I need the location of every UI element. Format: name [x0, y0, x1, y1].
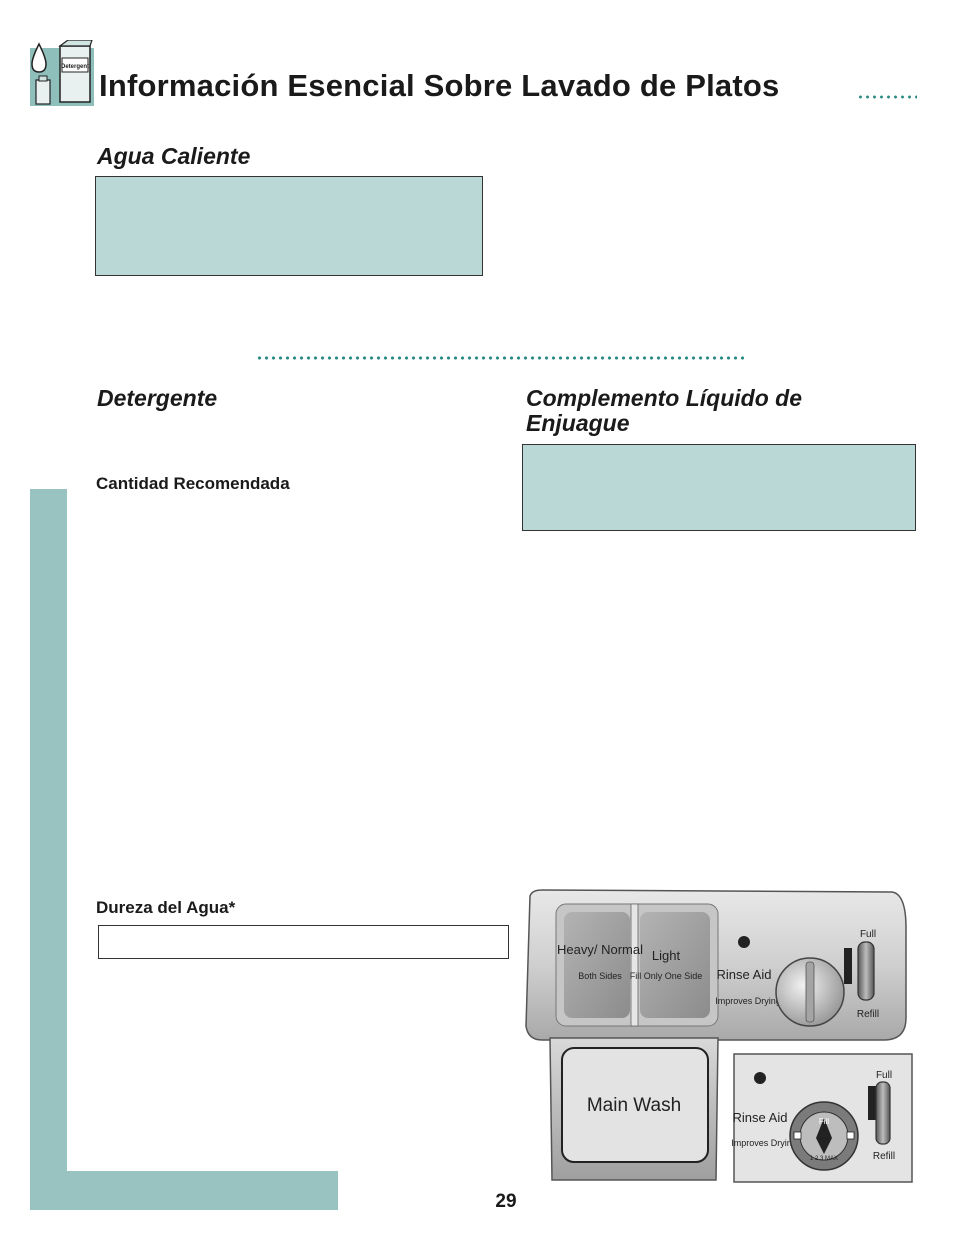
- rinse-aid-label: Rinse Aid: [717, 967, 772, 982]
- water-hardness-box: [98, 925, 509, 959]
- main-wash-lid[interactable]: [561, 1047, 709, 1163]
- sidebar-band: [30, 489, 67, 1210]
- bottom-band: [30, 1171, 338, 1210]
- detergent-box-icon: Detergent: [30, 39, 94, 106]
- section-divider: [256, 354, 744, 362]
- both-sides-label: Both Sides: [578, 971, 622, 981]
- full-label-2: Full: [876, 1070, 892, 1081]
- heavy-normal-label: Heavy/ Normal: [557, 942, 643, 957]
- hot-water-info-box: [95, 176, 483, 276]
- rinse-aid-info-box: [522, 444, 916, 531]
- rinse-aid-heading-line2: Enjuague: [526, 410, 630, 436]
- rinse-aid-label-2: Rinse Aid: [733, 1110, 788, 1125]
- dispenser-illustration: Heavy/ Normal Both Sides Light Fill Only…: [522, 888, 918, 1184]
- hot-water-heading: Agua Caliente: [97, 143, 251, 169]
- improves-drying-label: Improves Drying: [715, 996, 781, 1006]
- page-title: Información Esencial Sobre Lavado de Pla…: [99, 68, 780, 103]
- fill-one-side-label: Fill Only One Side: [630, 971, 703, 981]
- light-label: Light: [652, 948, 681, 963]
- rinse-aid-level-indicator: [857, 941, 875, 1001]
- refill-label: Refill: [857, 1009, 879, 1020]
- title-dot-leader: [857, 94, 917, 100]
- water-hardness-heading: Dureza del Agua*: [96, 898, 236, 917]
- detergent-heading: Detergente: [97, 385, 218, 411]
- main-wash-label: Main Wash: [587, 1095, 681, 1116]
- fill-label: Fill: [819, 1117, 829, 1126]
- rinse-aid-heading-line1: Complemento Líquido de: [526, 385, 802, 411]
- dial-scale-label: 1 2 3 MAX: [810, 1156, 838, 1162]
- svg-text:Detergent: Detergent: [61, 64, 89, 70]
- rinse-aid-level-indicator-2: [875, 1081, 891, 1145]
- full-label: Full: [860, 929, 876, 940]
- refill-label-2: Refill: [873, 1151, 895, 1162]
- rinse-aid-heading: Complemento Líquido de Enjuague: [526, 386, 802, 436]
- page-number: 29: [495, 1191, 517, 1212]
- improves-drying-label-2: Improves Drying: [731, 1138, 797, 1148]
- recommended-amount-heading: Cantidad Recomendada: [96, 474, 290, 493]
